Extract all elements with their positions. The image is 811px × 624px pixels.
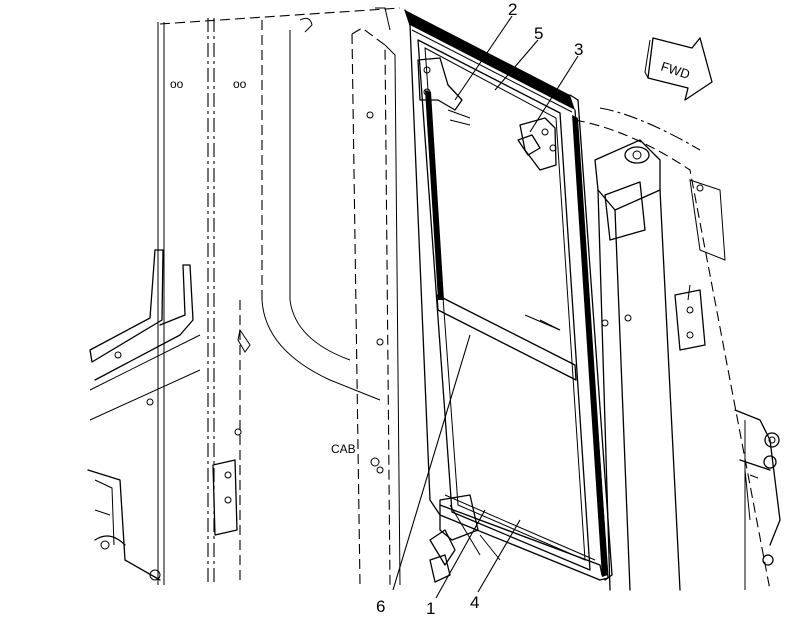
callout-6: 6 [376, 597, 385, 616]
latch-upper-right [517, 117, 561, 331]
callout-5: 5 [534, 24, 543, 43]
callout-4: 4 [470, 593, 479, 612]
callout-2: 2 [508, 0, 517, 19]
forward-direction-arrow: FWD [644, 37, 713, 101]
svg-text:oo: oo [233, 77, 247, 91]
hinge-lower [429, 494, 501, 583]
cab-right-post [574, 107, 781, 591]
leader-lines [392, 15, 579, 599]
latch-upper-left [417, 57, 471, 126]
cab-label: CAB [331, 442, 356, 456]
callout-1: 1 [426, 599, 435, 618]
cab-left-structure: oo oo [87, 7, 401, 585]
window-frame [404, 9, 613, 583]
door-pillar [351, 7, 401, 586]
fwd-label: FWD [659, 59, 692, 82]
callout-3: 3 [574, 40, 583, 59]
svg-text:oo: oo [170, 77, 184, 91]
